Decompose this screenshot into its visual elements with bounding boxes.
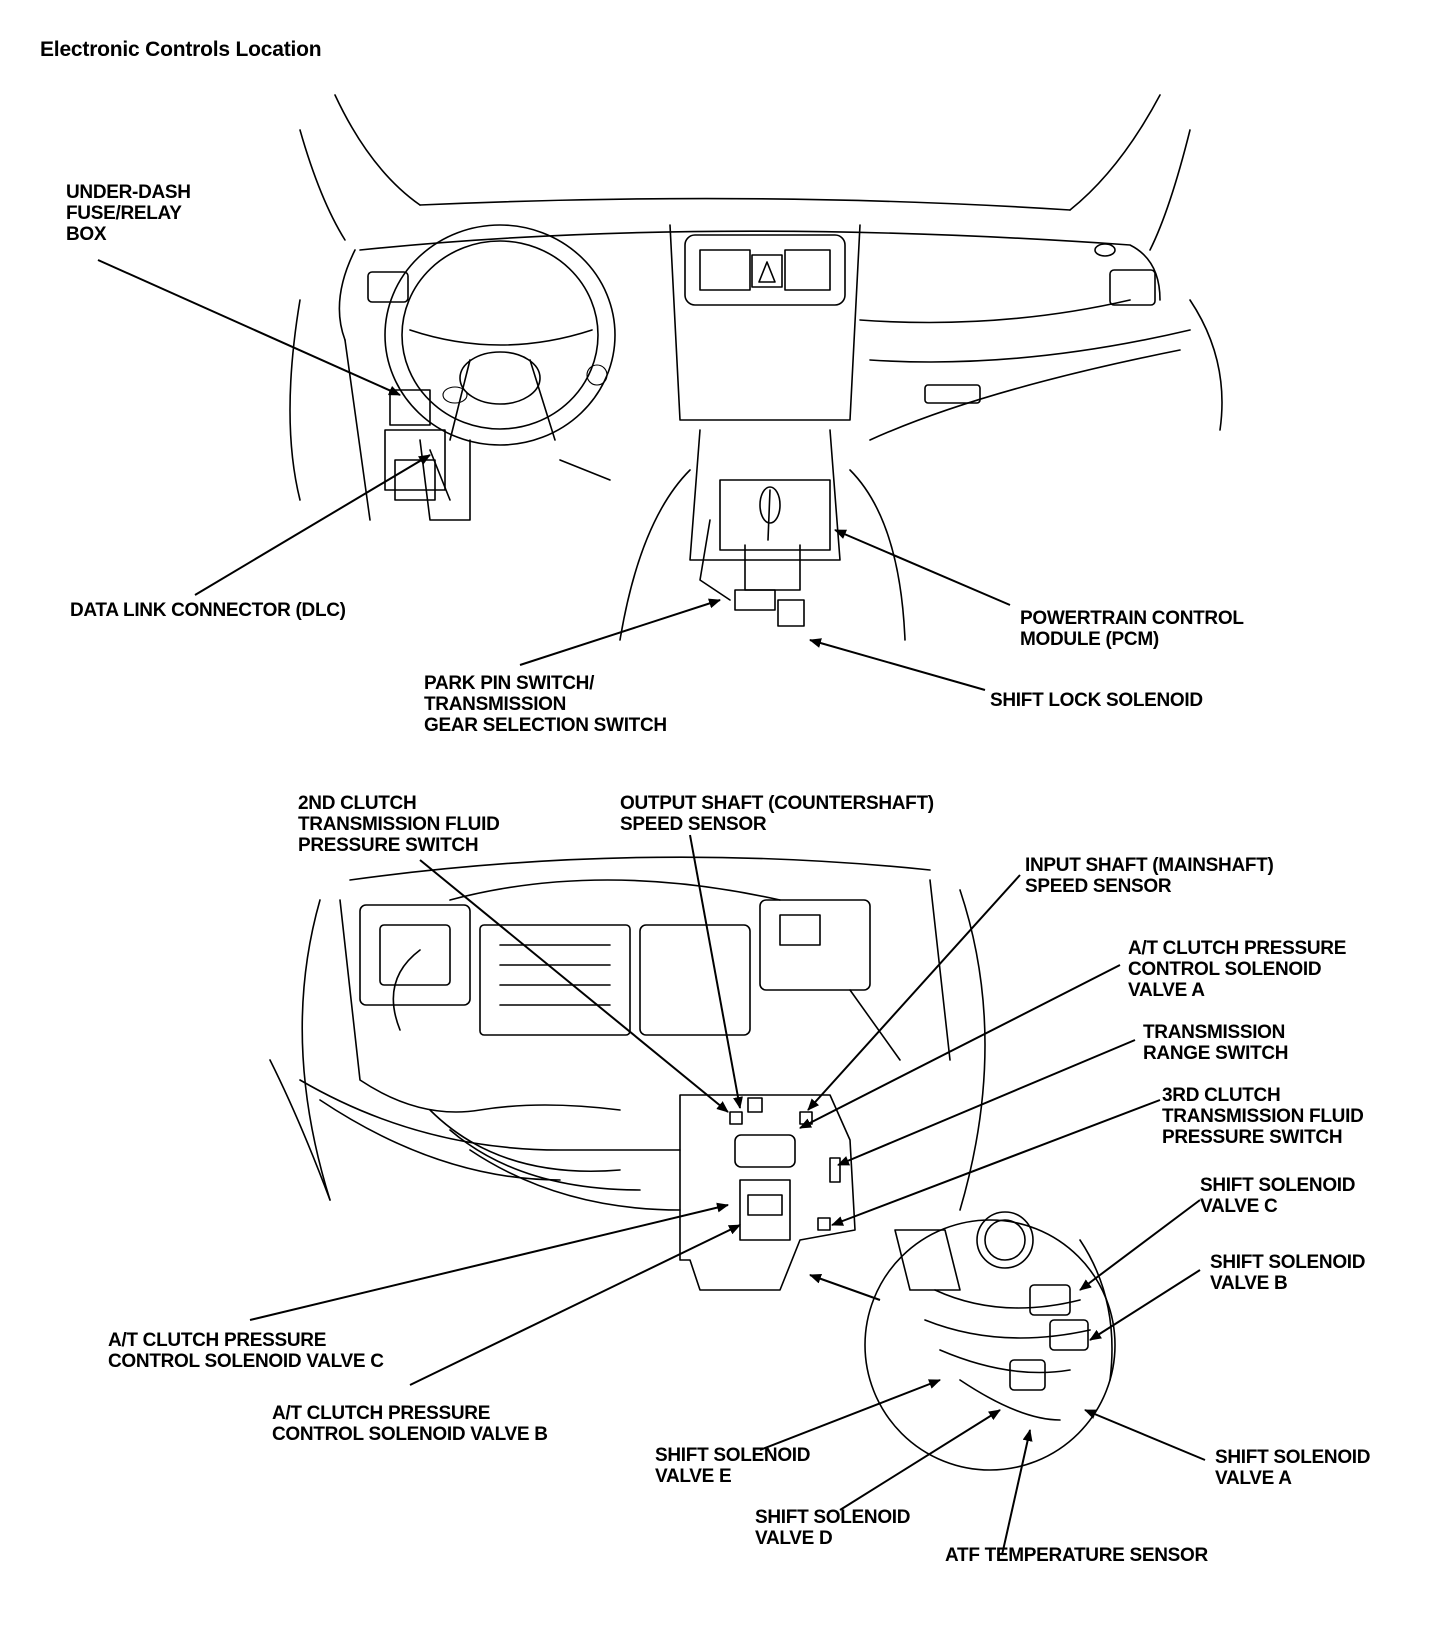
dashboard-illustration — [289, 94, 1223, 641]
label-input-shaft-speed-sensor: INPUT SHAFT (MAINSHAFT)SPEED SENSOR — [1025, 855, 1274, 897]
label-output-shaft-speed-sensor: OUTPUT SHAFT (COUNTERSHAFT)SPEED SENSOR — [620, 793, 934, 835]
diagram-title: Electronic Controls Location — [40, 38, 322, 61]
label-atf-temperature-sensor: ATF TEMPERATURE SENSOR — [945, 1545, 1208, 1566]
leader-lines — [97, 259, 1206, 1556]
label-data-link-connector: DATA LINK CONNECTOR (DLC) — [70, 600, 346, 621]
label-shift-lock-solenoid: SHIFT LOCK SOLENOID — [990, 690, 1203, 711]
engine-compartment-illustration — [269, 856, 1116, 1471]
